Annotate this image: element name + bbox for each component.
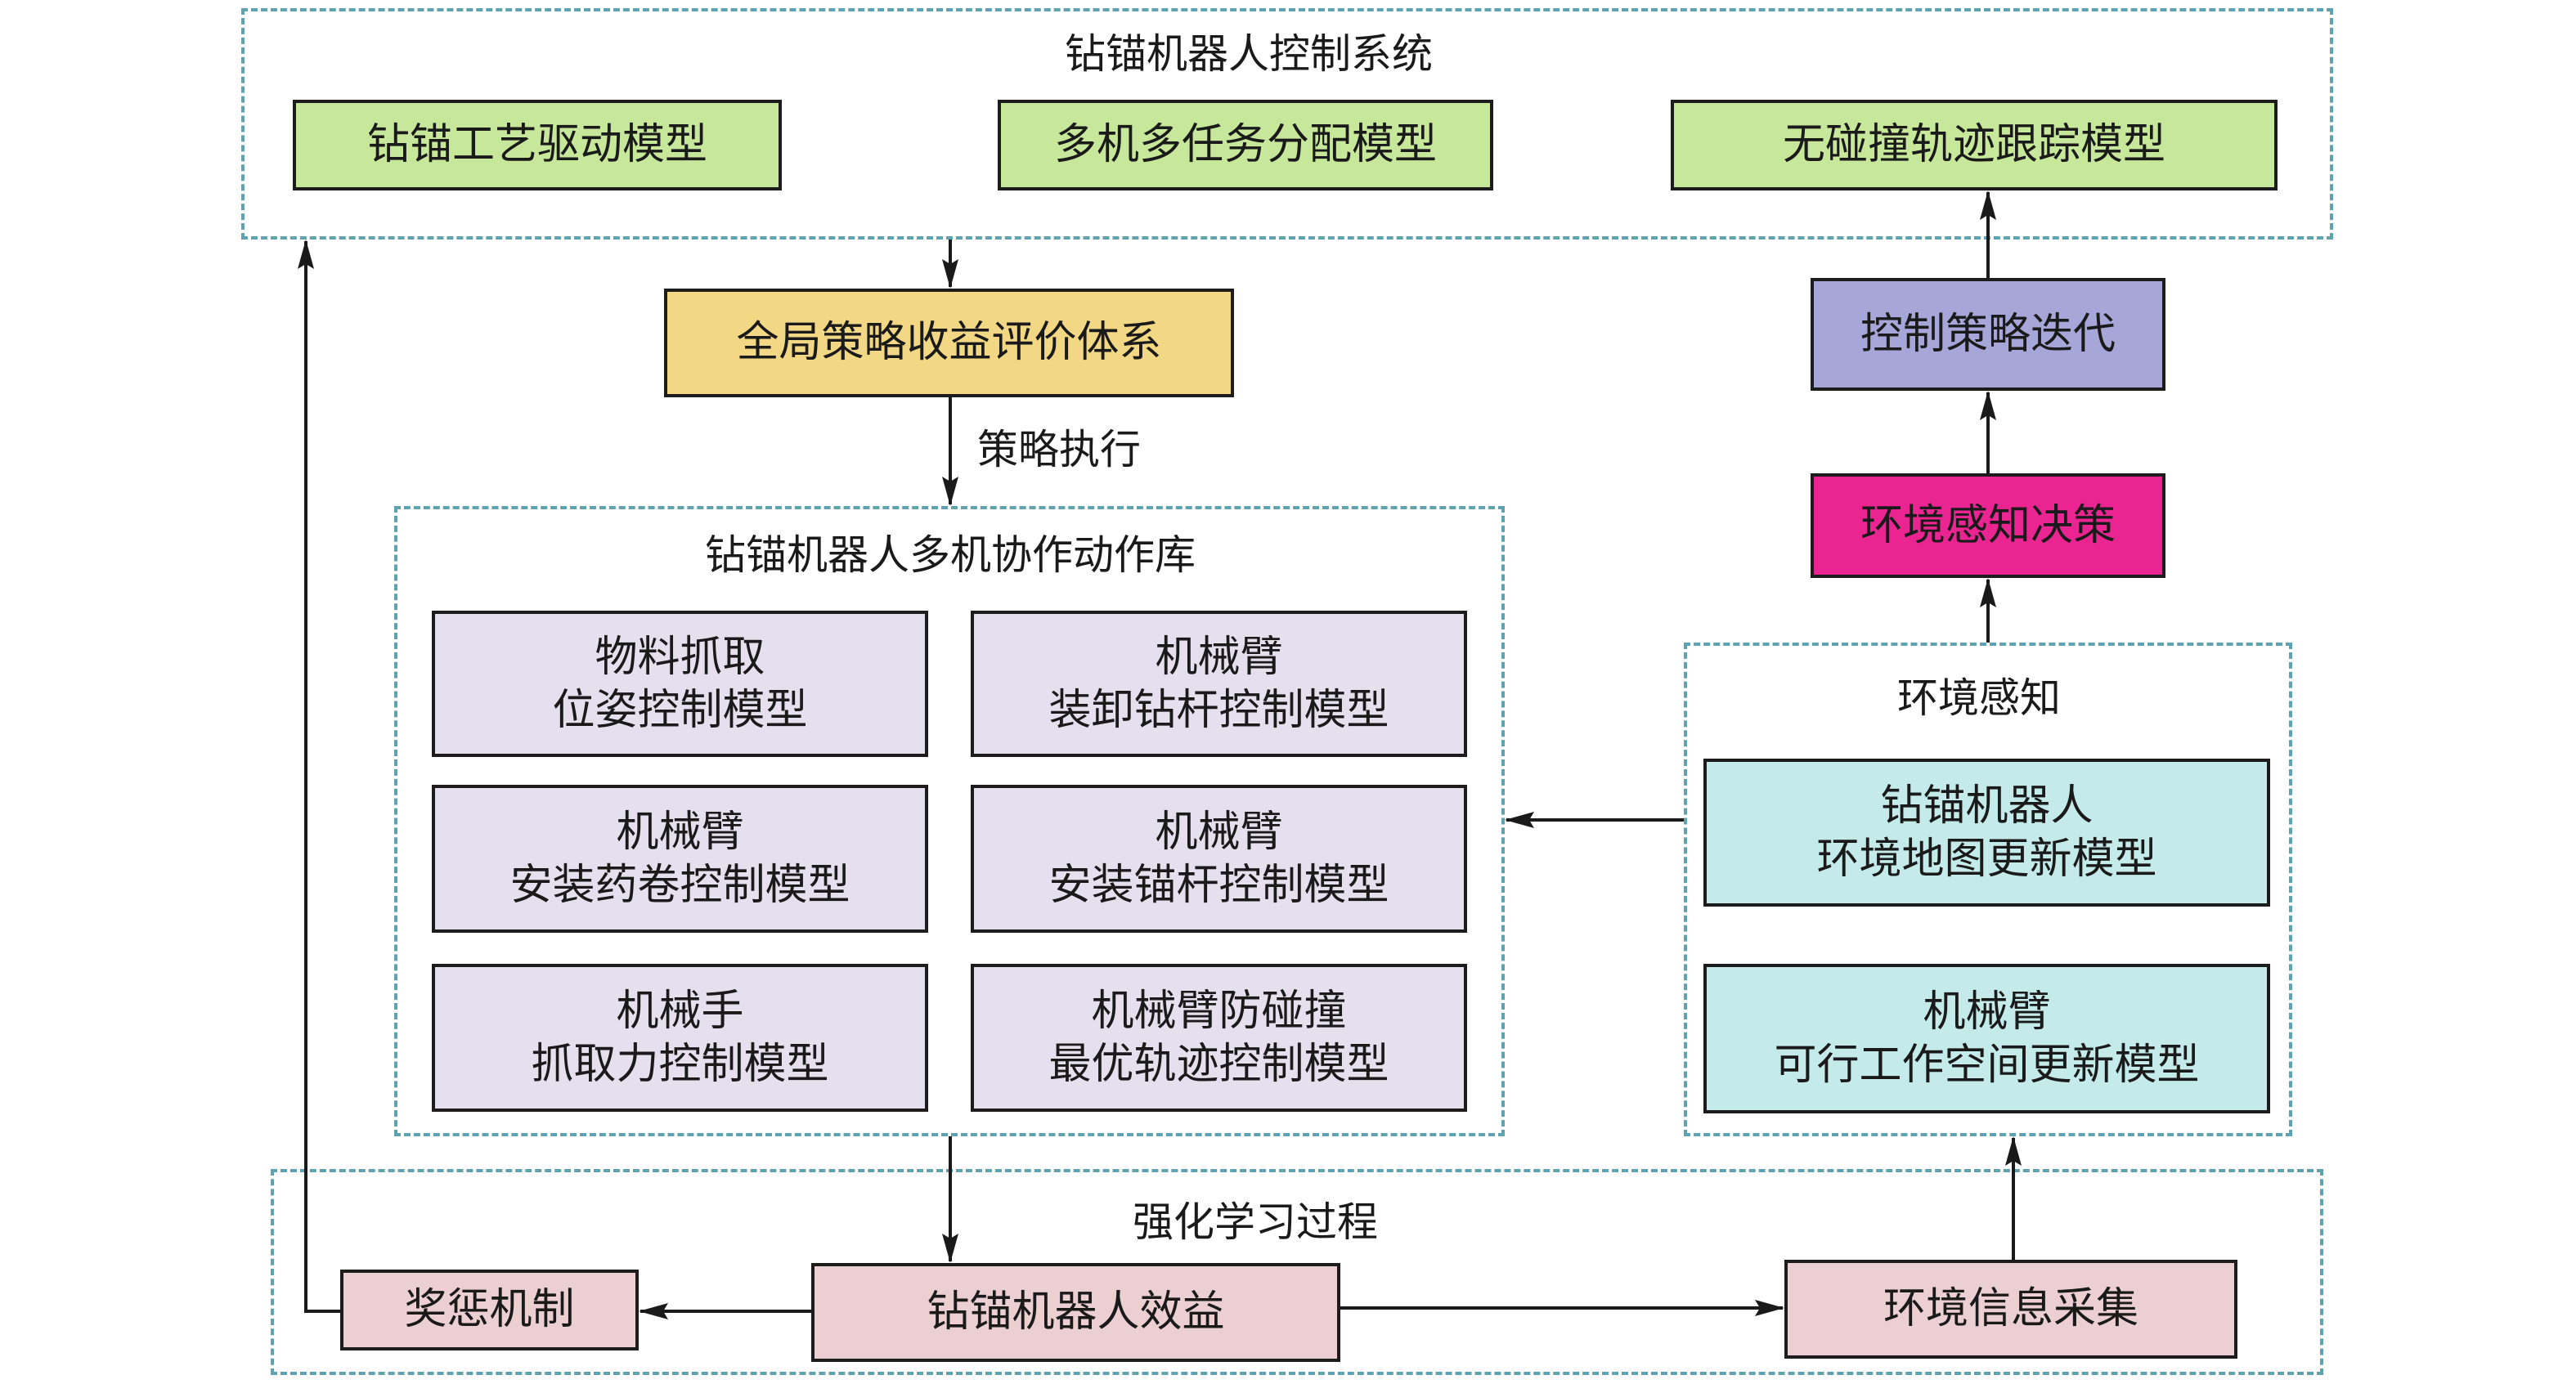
action-cartridge-install[interactable]: 机械臂 安装药卷控制模型 bbox=[432, 785, 928, 933]
control-system-title: 钻锚机器人控制系统 bbox=[1065, 30, 1433, 78]
action-library-title: 钻锚机器人多机协作动作库 bbox=[705, 531, 1196, 579]
env-map-update-model[interactable]: 钻锚机器人 环境地图更新模型 bbox=[1703, 759, 2270, 907]
action-library-group bbox=[394, 506, 1505, 1136]
env-perception-group bbox=[1684, 643, 2292, 1136]
control-strategy-iteration[interactable]: 控制策略迭代 bbox=[1811, 278, 2165, 391]
action-anchor-install[interactable]: 机械臂 安装锚杆控制模型 bbox=[971, 785, 1467, 933]
robot-benefit[interactable]: 钻锚机器人效益 bbox=[811, 1263, 1340, 1362]
strategy-execution-label: 策略执行 bbox=[977, 426, 1141, 473]
rl-process-title: 强化学习过程 bbox=[1133, 1198, 1378, 1246]
task-allocation-model[interactable]: 多机多任务分配模型 bbox=[998, 100, 1493, 190]
rl-process-group bbox=[271, 1169, 2323, 1375]
action-collision-avoid-trajectory[interactable]: 机械臂防碰撞 最优轨迹控制模型 bbox=[971, 964, 1467, 1112]
action-grip-force[interactable]: 机械手 抓取力控制模型 bbox=[432, 964, 928, 1112]
env-perception-title: 环境感知 bbox=[1897, 674, 2061, 722]
trajectory-tracking-model[interactable]: 无碰撞轨迹跟踪模型 bbox=[1671, 100, 2278, 190]
perception-decision[interactable]: 环境感知决策 bbox=[1811, 473, 2165, 578]
reward-mechanism[interactable]: 奖惩机制 bbox=[340, 1270, 639, 1350]
control-system-group bbox=[241, 8, 2333, 240]
workspace-update-model[interactable]: 机械臂 可行工作空间更新模型 bbox=[1703, 964, 2270, 1113]
action-drill-rod-handling[interactable]: 机械臂 装卸钻杆控制模型 bbox=[971, 611, 1467, 757]
action-material-grasp[interactable]: 物料抓取 位姿控制模型 bbox=[432, 611, 928, 757]
global-evaluation-system[interactable]: 全局策略收益评价体系 bbox=[664, 289, 1234, 397]
env-info-collection[interactable]: 环境信息采集 bbox=[1784, 1260, 2237, 1359]
drilling-process-model[interactable]: 钻锚工艺驱动模型 bbox=[293, 100, 782, 190]
arrow-reward-to-control bbox=[298, 240, 340, 1313]
